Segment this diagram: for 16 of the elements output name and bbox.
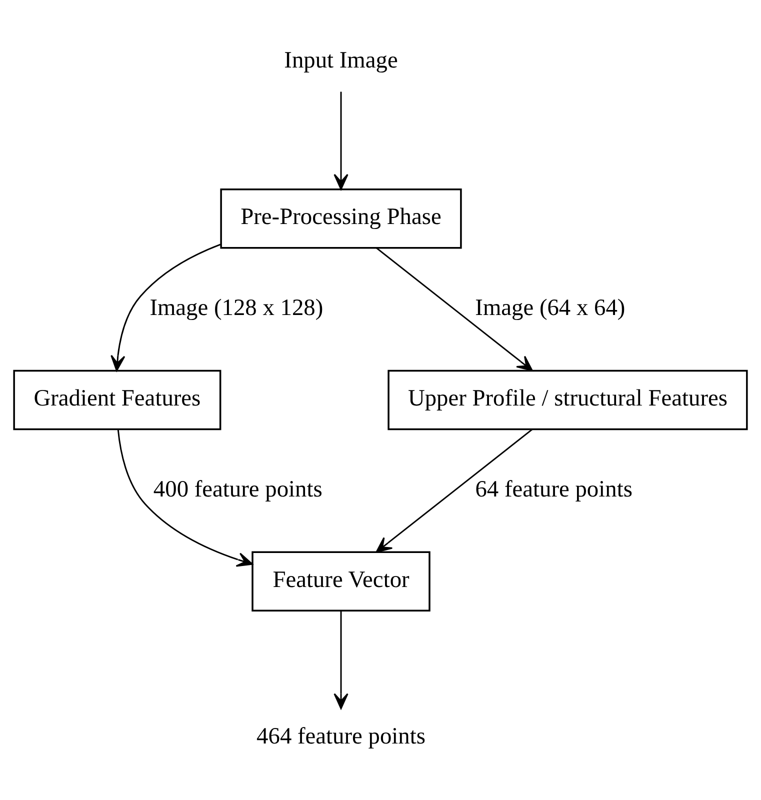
arrow (334, 611, 348, 710)
arrow (110, 244, 221, 372)
edge-label: Image (128 x 128) (150, 294, 324, 321)
node-box: Pre-Processing Phase (220, 188, 462, 249)
edge-label: Image (64 x 64) (475, 294, 626, 321)
node-text: 464 feature points (256, 723, 426, 750)
node-box: Feature Vector (252, 551, 430, 612)
edge-label: 64 feature points (475, 476, 632, 502)
node-text: Input Image (284, 48, 398, 74)
arrow (117, 429, 253, 567)
arrow (376, 428, 533, 553)
arrow (334, 92, 348, 190)
node-box: Upper Profile / structural Features (388, 370, 748, 430)
arrow (376, 247, 533, 372)
edge-label: 400 feature points (153, 476, 322, 502)
node-box: Gradient Features (13, 370, 222, 430)
